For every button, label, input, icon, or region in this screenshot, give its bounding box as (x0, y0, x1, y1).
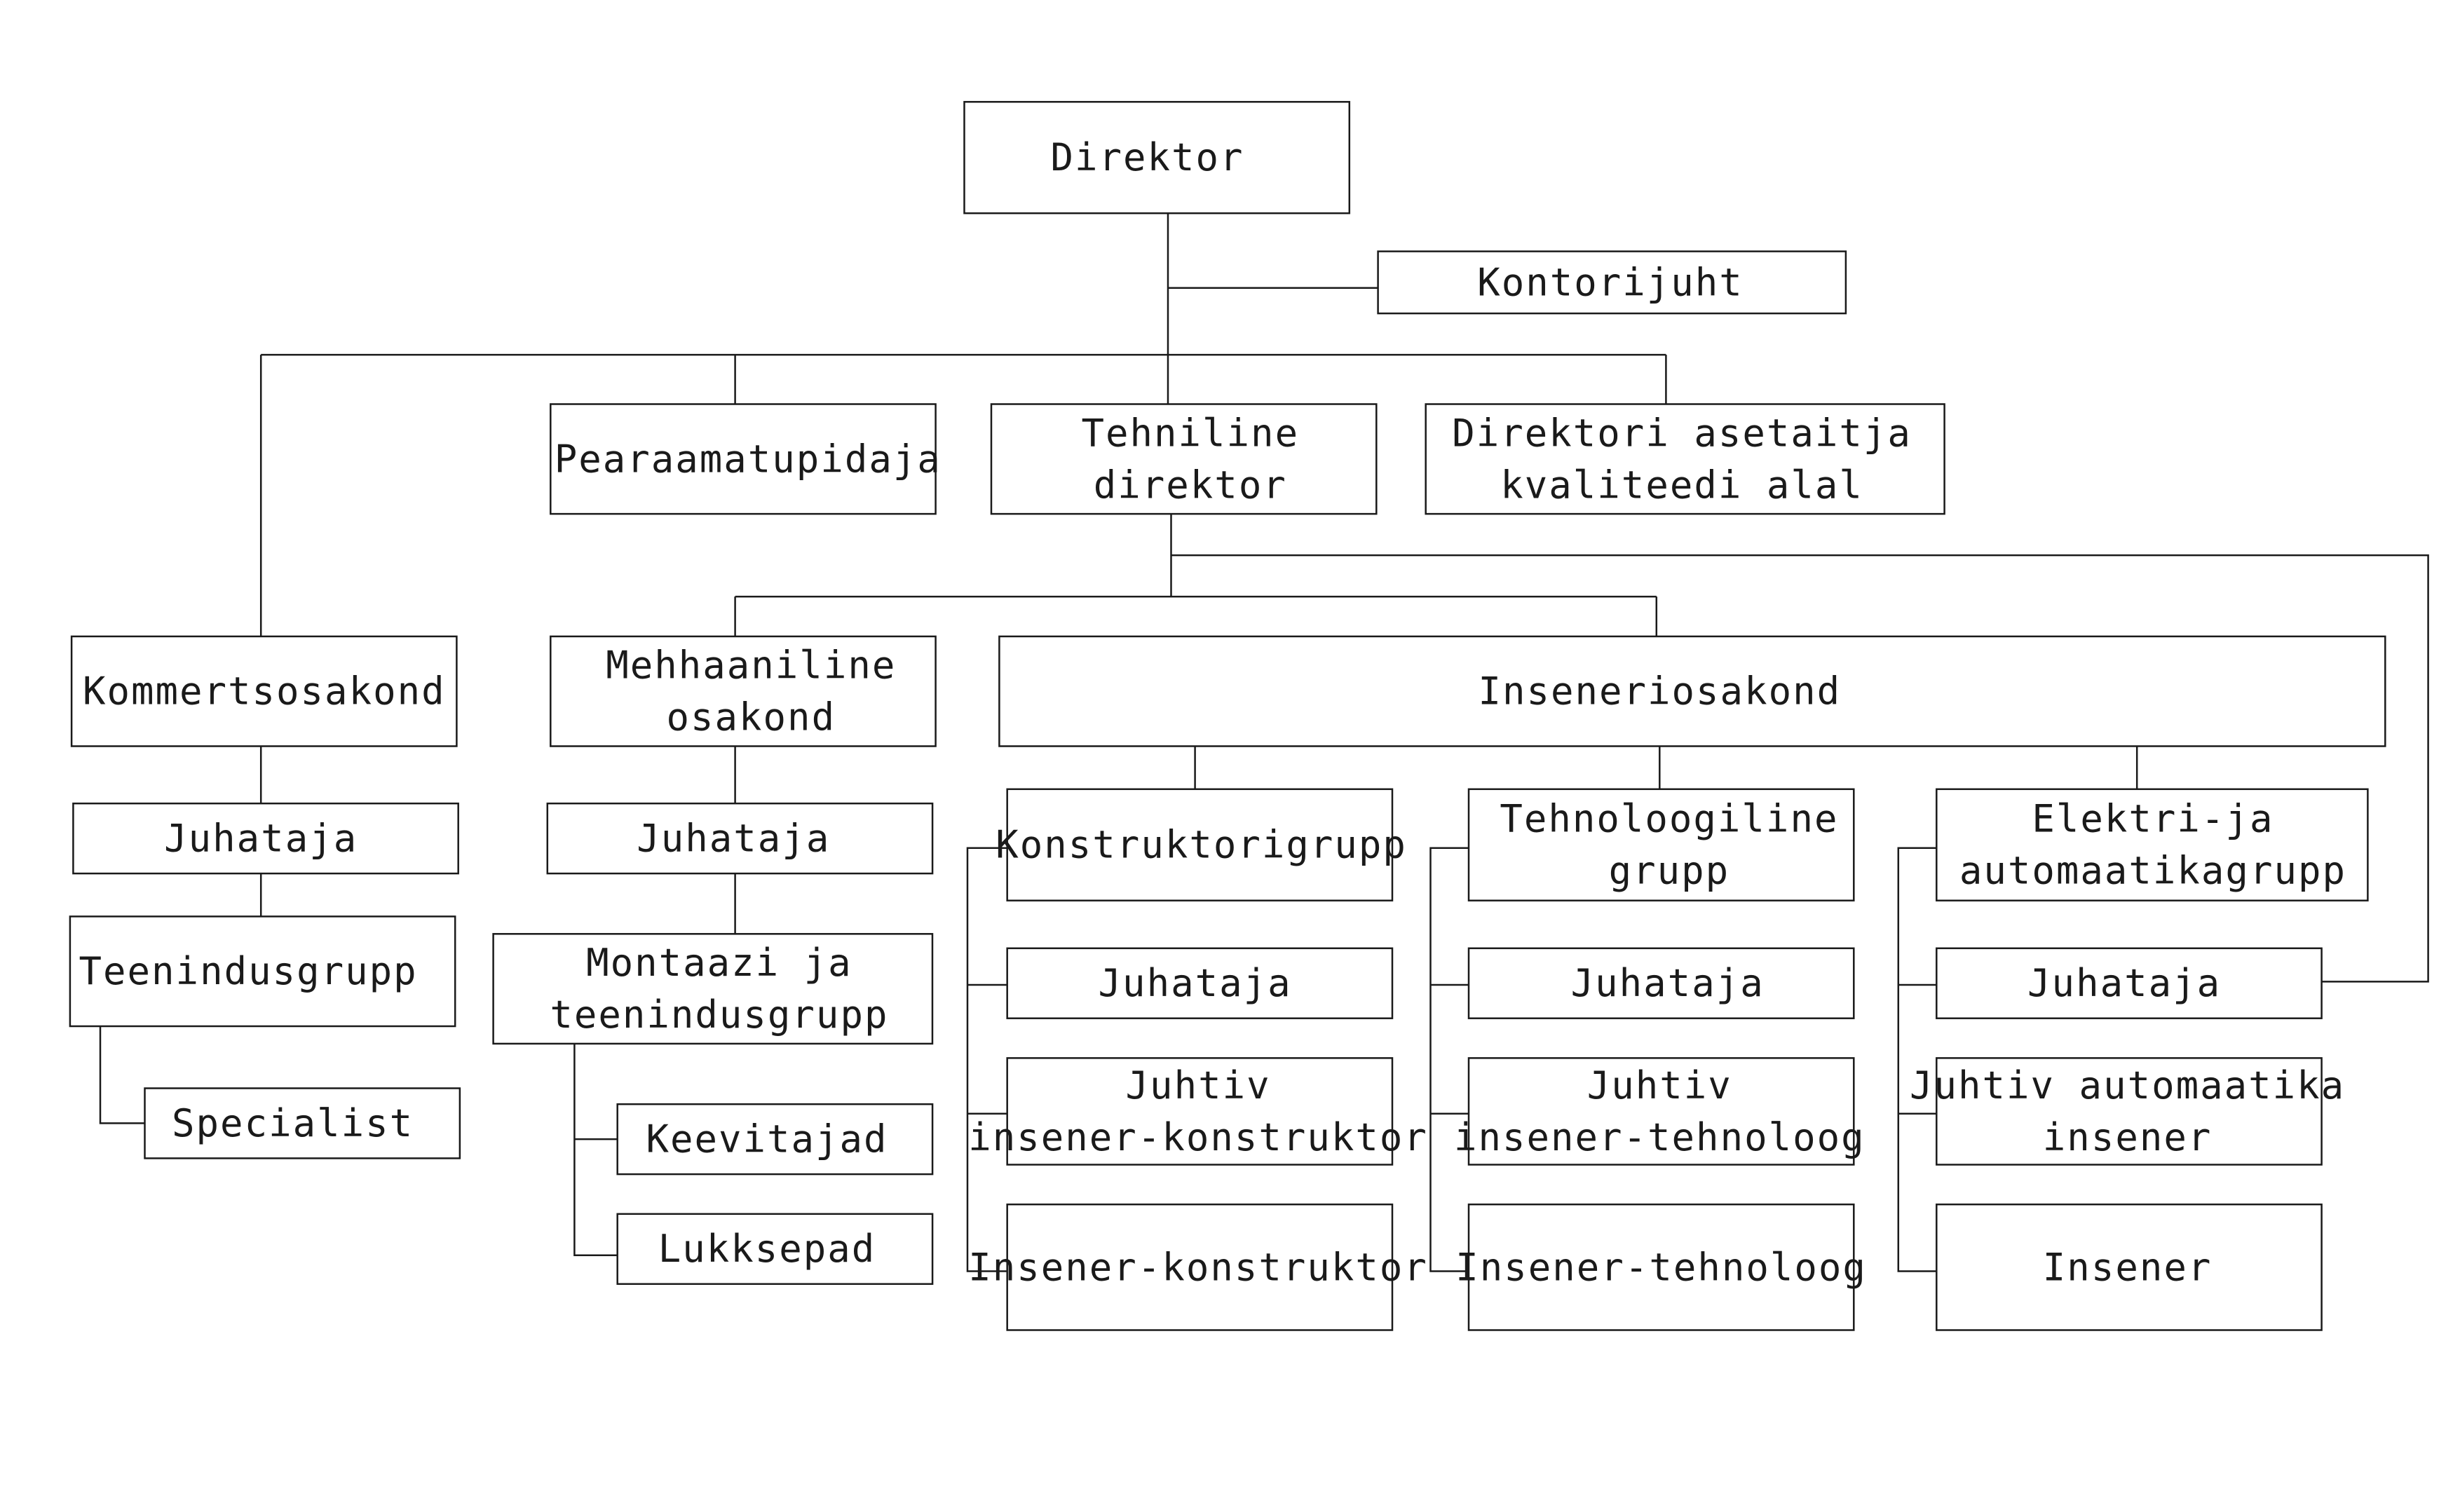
box-insener-konstruktor: Insener-konstruktor (968, 1203, 1428, 1331)
box-elektri-automaatikagrupp: Elektri-ja automaatikagrupp (1936, 788, 2369, 901)
box-frame (1006, 788, 1394, 901)
box-frame (550, 403, 937, 515)
box-label: Juhtiv (1126, 1063, 1271, 1108)
box-mehhaaniline-osakond: Mehhaaniline osakond (550, 635, 937, 747)
box-mehhaaniline-juhataja: Juhataja (546, 802, 934, 875)
box-kommertsosakond: Kommertsosakond (70, 635, 458, 747)
box-label: Insener-tehnoloog (1455, 1245, 1867, 1289)
box-frame (998, 635, 2386, 747)
box-frame (1467, 788, 1855, 901)
box-juhtiv-insener-tehnoloog: Juhtiv insener-tehnoloog (1454, 1057, 1866, 1166)
box-label: Juhataja (637, 817, 830, 861)
box-kontorijuht: Kontorijuht (1377, 250, 1847, 315)
box-label: Montaazi ja (586, 941, 852, 985)
box-frame (70, 635, 458, 747)
box-frame (1006, 947, 1394, 1019)
box-label: Mehhaaniline (606, 643, 896, 688)
box-label: Specialist (172, 1101, 414, 1145)
box-frame (1467, 1057, 1855, 1166)
box-label: Direktori asetaitja (1452, 411, 1912, 455)
box-label: kvaliteedi alal (1500, 463, 1863, 507)
box-label: insener (2043, 1115, 2213, 1159)
box-label: Juhataja (2027, 961, 2221, 1005)
box-label: Tehnoloogiline (1500, 797, 1838, 841)
box-frame (963, 101, 1351, 214)
box-insener: Insener (1936, 1203, 2323, 1331)
box-frame (1425, 403, 1945, 515)
box-frame (616, 1213, 934, 1285)
box-label: Direktor (1050, 135, 1244, 179)
box-frame (1936, 947, 2323, 1019)
box-label: Teenindusgrupp (79, 949, 418, 993)
box-label: Lukksepad (658, 1227, 876, 1271)
box-frame (990, 403, 1378, 515)
box-tehnoloogiline-juhataja: Juhataja (1467, 947, 1855, 1019)
box-label: grupp (1609, 849, 1730, 893)
box-insener-tehnoloog: Insener-tehnoloog (1455, 1203, 1867, 1331)
box-direktor: Direktor (963, 101, 1351, 214)
box-frame (69, 915, 456, 1028)
box-label: Keevitajad (646, 1117, 888, 1162)
box-specialist: Specialist (144, 1087, 461, 1159)
box-kommerts-juhataja: Juhataja (72, 802, 459, 875)
box-label: Kommertsosakond (83, 669, 446, 714)
box-label: direktor (1094, 463, 1287, 507)
box-frame (546, 802, 934, 875)
box-label: Pearaamatupidaja (555, 437, 942, 481)
box-label: Juhataja (164, 817, 358, 861)
connector-line-11 (1171, 554, 2429, 983)
box-frame (72, 802, 459, 875)
box-konstruktori-juhataja: Juhataja (1006, 947, 1394, 1019)
box-label: Insener-konstruktor (968, 1245, 1428, 1289)
box-juhtiv-automaatika-insener: Juhtiv automaatika insener (1910, 1057, 2345, 1166)
box-label: Inseneriosakond (1478, 669, 1841, 714)
box-frame (616, 1103, 934, 1176)
box-label: Insener (2043, 1245, 2213, 1289)
box-inseneriosakond: Inseneriosakond (998, 635, 2386, 747)
box-label: osakond (667, 695, 836, 740)
box-frame (1936, 1057, 2323, 1166)
box-label: insener-konstruktor (968, 1115, 1428, 1159)
box-frame (1936, 1203, 2323, 1331)
connector-line-22 (966, 847, 1007, 1272)
box-frame (1467, 947, 1855, 1019)
box-konstruktorigrupp: Konstruktorigrupp (995, 788, 1407, 901)
box-frame (492, 933, 934, 1045)
box-frame (1006, 1203, 1394, 1331)
box-teenindusgrupp: Teenindusgrupp (69, 915, 456, 1028)
box-frame (1377, 250, 1847, 315)
connector-line-14 (99, 1026, 145, 1124)
box-label: insener-tehnoloog (1454, 1115, 1866, 1159)
box-label: Kontorijuht (1477, 260, 1744, 304)
box-label: Juhataja (1099, 961, 1292, 1005)
box-keevitajad: Keevitajad (616, 1103, 934, 1176)
box-label: automaatikagrupp (1959, 849, 2346, 893)
box-label: Juhtiv (1587, 1063, 1732, 1108)
box-direktori-asetaitja: Direktori asetaitja kvaliteedi alal (1425, 403, 1945, 515)
box-frame (144, 1087, 461, 1159)
box-frame (1467, 1203, 1855, 1331)
connector-line-28 (1897, 847, 1937, 1272)
box-tehnoloogiline-grupp: Tehnoloogiline grupp (1467, 788, 1855, 901)
connector-line-17 (573, 1043, 618, 1257)
box-label: Konstruktorigrupp (995, 823, 1407, 867)
box-frame (550, 635, 937, 747)
box-label: Tehniline (1081, 411, 1299, 455)
box-pearaamatupidaja: Pearaamatupidaja (550, 403, 942, 515)
connector-line-25 (1429, 847, 1469, 1272)
connector-lines (99, 213, 2429, 1272)
box-frame (1936, 788, 2369, 901)
box-frame (1006, 1057, 1394, 1166)
box-elektri-juhataja: Juhataja (1936, 947, 2323, 1019)
box-tehniline-direktor: Tehniline direktor (990, 403, 1378, 515)
box-juhtiv-insener-konstruktor: Juhtiv insener-konstruktor (968, 1057, 1428, 1166)
box-label: Juhataja (1571, 961, 1765, 1005)
box-label: Elektri-ja (2032, 797, 2274, 841)
box-label: Juhtiv automaatika (1910, 1063, 2345, 1108)
box-montaazi-teenindusgrupp: Montaazi ja teenindusgrupp (492, 933, 934, 1045)
box-lukksepad: Lukksepad (616, 1213, 934, 1285)
box-label: teenindusgrupp (550, 993, 888, 1037)
